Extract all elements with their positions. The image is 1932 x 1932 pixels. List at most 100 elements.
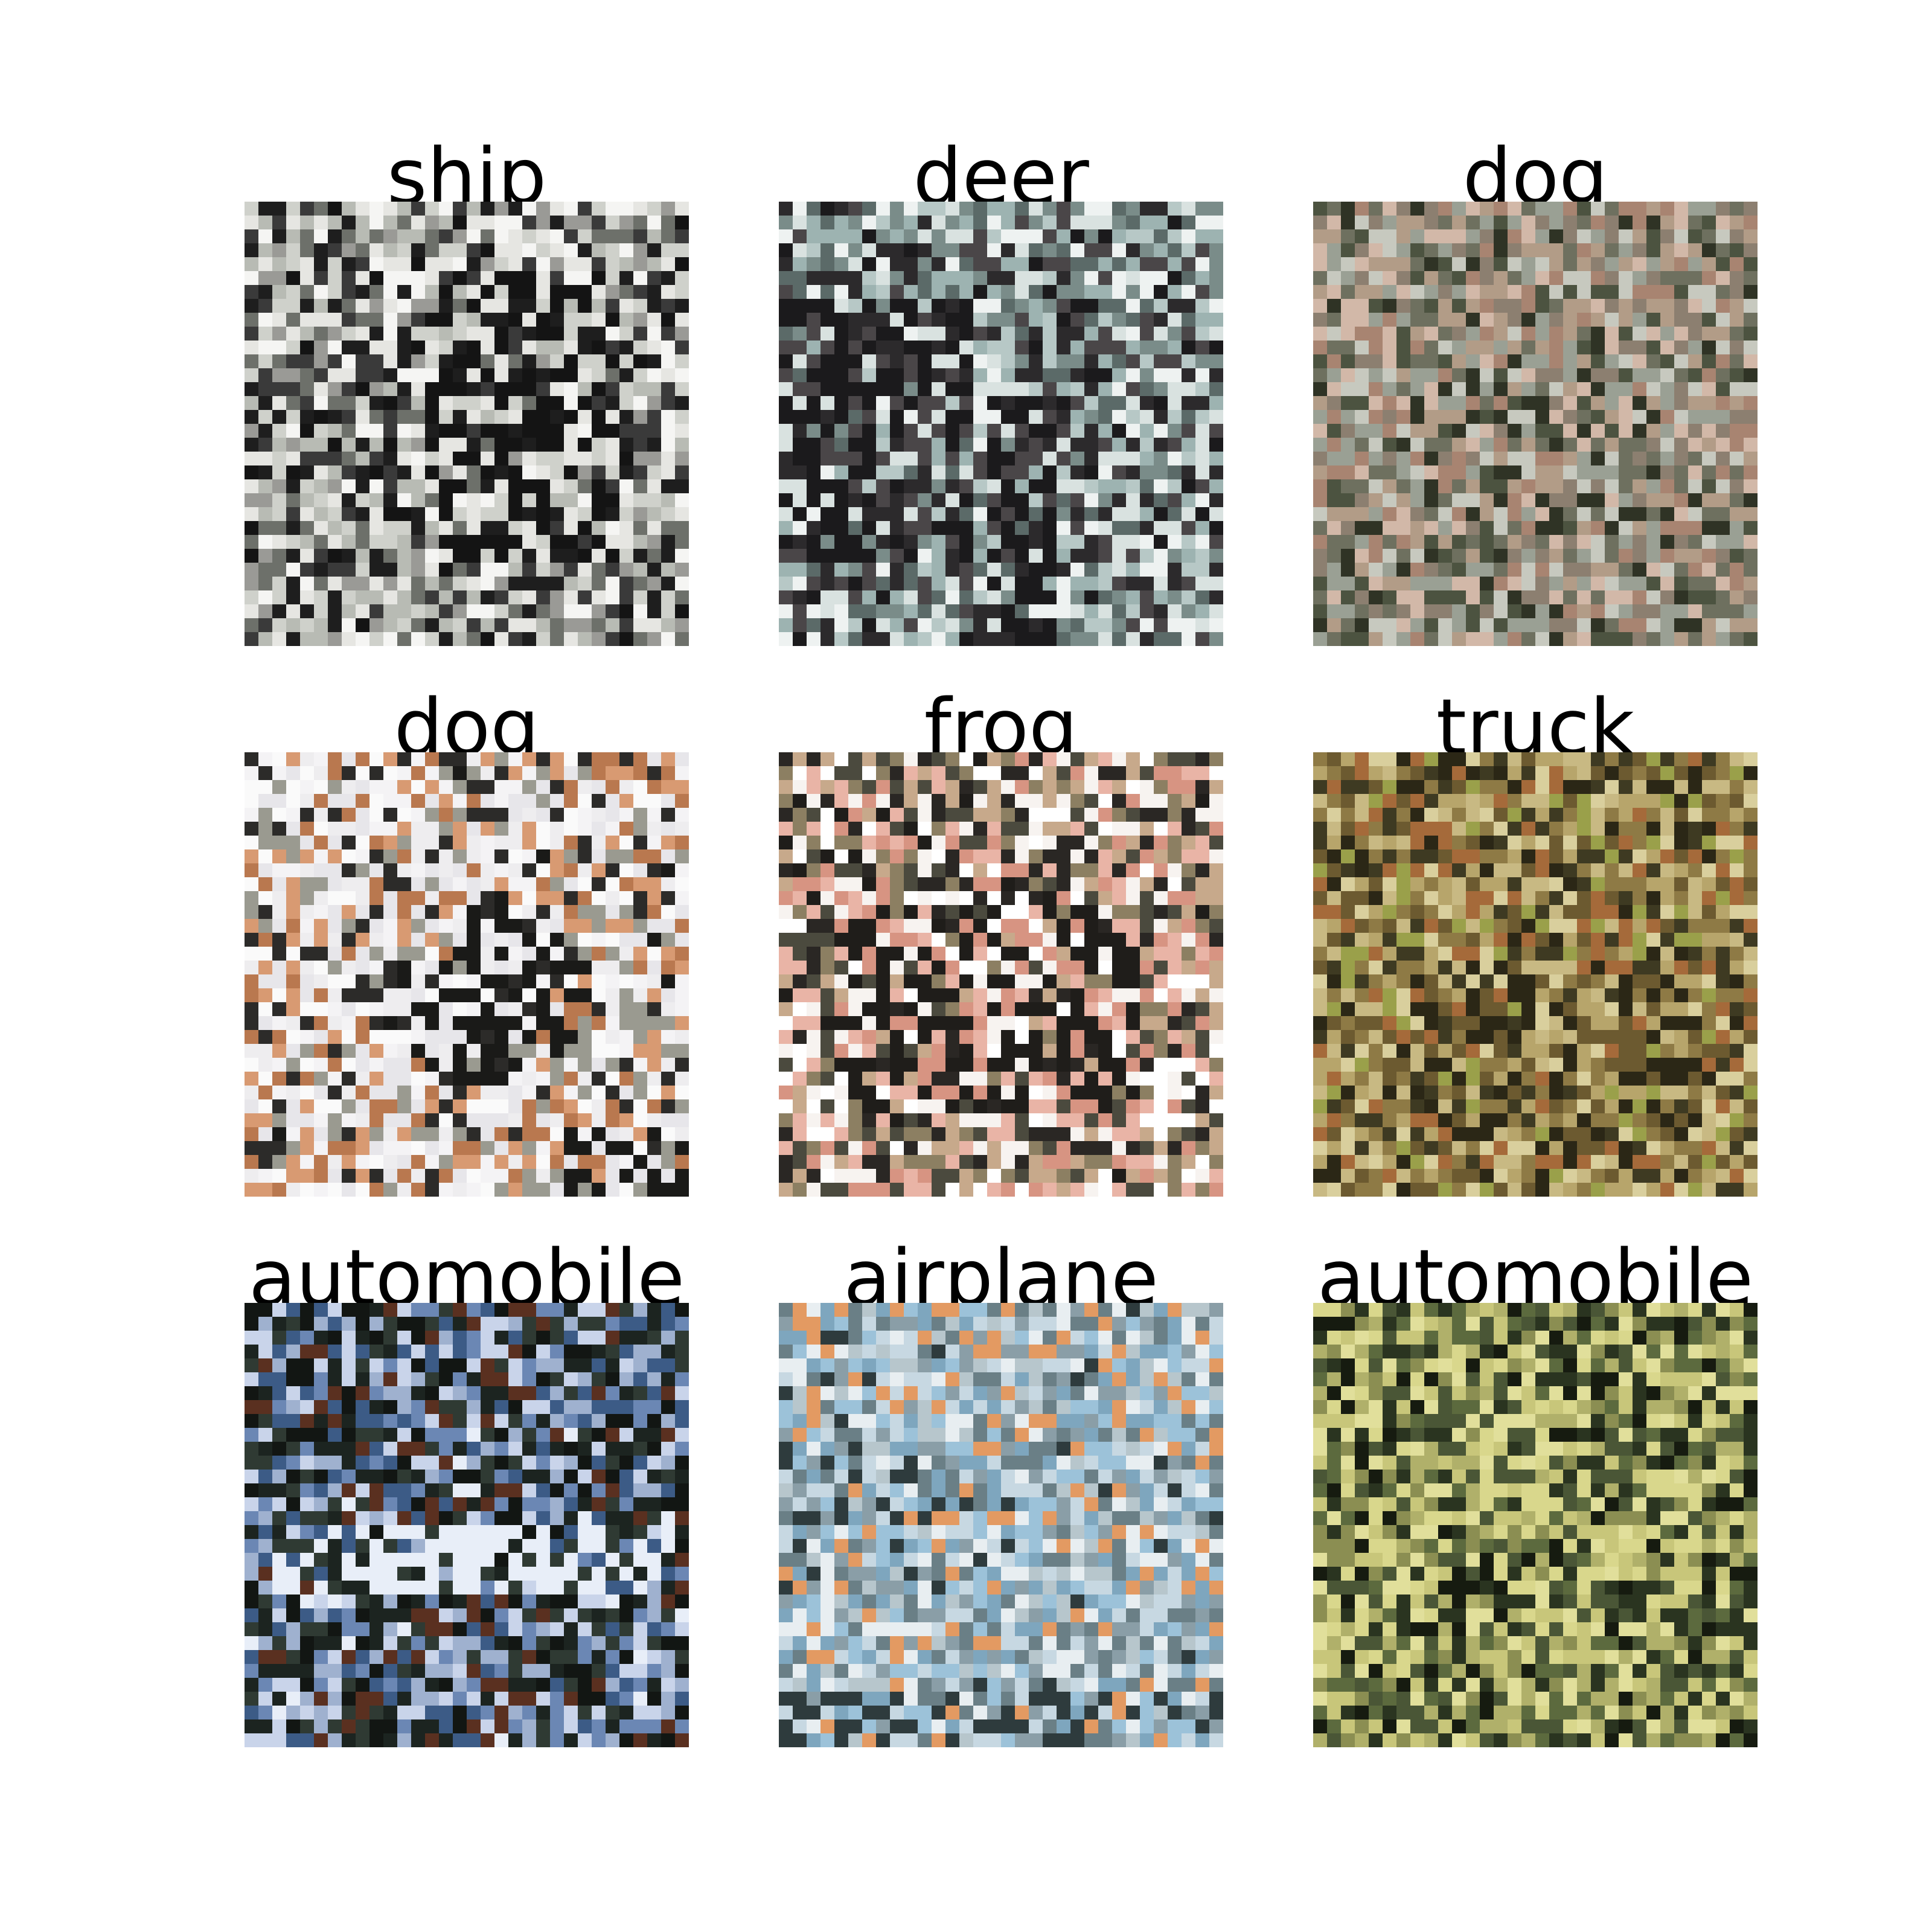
sample-pixel <box>918 521 932 536</box>
sample-pixel <box>890 794 904 808</box>
sample-pixel <box>1112 919 1127 933</box>
sample-pixel <box>1549 341 1564 355</box>
sample-pixel <box>1396 507 1411 522</box>
sample-pixel <box>1633 632 1647 646</box>
sample-pixel <box>1029 438 1043 452</box>
sample-pixel <box>661 1086 676 1100</box>
sample-pixel <box>397 271 412 286</box>
sample-pixel <box>1383 216 1397 230</box>
sample-pixel <box>536 1086 551 1100</box>
sample-pixel <box>633 632 648 646</box>
sample-pixel <box>1688 368 1703 383</box>
sample-pixel <box>1182 549 1196 563</box>
sample-pixel <box>1313 563 1328 577</box>
sample-pixel <box>245 521 259 536</box>
sample-pixel <box>564 479 578 494</box>
sample-pixel <box>383 836 398 850</box>
sample-pixel <box>550 974 565 989</box>
sample-pixel <box>1369 535 1383 549</box>
sample-pixel <box>564 493 578 508</box>
sample-pixel <box>564 974 578 989</box>
sample-pixel <box>779 229 793 244</box>
sample-pixel <box>397 438 412 452</box>
sample-pixel <box>397 424 412 438</box>
sample-pixel <box>245 243 259 258</box>
sample-pixel <box>779 410 793 424</box>
sample-pixel <box>286 535 301 549</box>
sample-pixel <box>300 493 315 508</box>
sample-pixel <box>1182 229 1196 244</box>
sample-pixel <box>1195 535 1210 549</box>
sample-pixel <box>369 229 384 244</box>
sample-pixel <box>564 229 578 244</box>
sample-pixel <box>1619 604 1633 619</box>
sample-pixel <box>383 1169 398 1183</box>
sample-pixel <box>356 549 370 563</box>
sample-pixel <box>494 752 509 767</box>
sample-pixel <box>425 285 440 299</box>
sample-pixel <box>1466 257 1480 272</box>
sample-pixel <box>453 604 467 619</box>
sample-pixel <box>904 299 918 313</box>
sample-pixel <box>356 1099 370 1114</box>
sample-pixel <box>1396 618 1411 633</box>
sample-pixel <box>592 766 606 781</box>
sample-pixel <box>397 822 412 836</box>
sample-pixel <box>1424 354 1439 369</box>
sample-pixel <box>1410 604 1425 619</box>
sample-pixel <box>564 563 578 577</box>
sample-pixel <box>793 780 807 795</box>
sample-pixel <box>1521 549 1536 563</box>
sample-pixel <box>536 919 551 933</box>
sample-pixel <box>1369 424 1383 438</box>
sample-pixel <box>369 905 384 920</box>
sample-pixel <box>286 1127 301 1142</box>
sample-pixel <box>987 229 1002 244</box>
sample-pixel <box>1001 563 1016 577</box>
sample-pixel <box>606 590 620 605</box>
sample-pixel <box>619 780 634 795</box>
sample-pixel <box>258 410 273 424</box>
sample-pixel <box>439 1127 453 1142</box>
sample-pixel <box>1452 590 1467 605</box>
sample-pixel <box>862 891 877 906</box>
sample-pixel <box>834 577 849 591</box>
sample-pixel <box>1646 299 1661 313</box>
sample-pixel <box>1744 563 1758 577</box>
sample-pixel <box>1015 1016 1029 1031</box>
sample-pixel <box>1327 521 1342 536</box>
sample-pixel <box>1355 535 1369 549</box>
sample-pixel <box>862 766 877 781</box>
sample-pixel <box>1057 327 1071 341</box>
sample-pixel <box>1313 493 1328 508</box>
sample-pixel <box>245 313 259 327</box>
sample-pixel <box>820 1127 835 1142</box>
sample-pixel <box>286 493 301 508</box>
sample-pixel <box>1396 604 1411 619</box>
sample-pixel <box>1563 257 1578 272</box>
sample-pixel <box>592 535 606 549</box>
sample-pixel <box>918 632 932 646</box>
sample-pixel <box>564 794 578 808</box>
sample-pixel <box>1480 479 1494 494</box>
sample-pixel <box>592 452 606 466</box>
sample-pixel <box>369 382 384 397</box>
sample-pixel <box>619 452 634 466</box>
sample-pixel <box>245 257 259 272</box>
sample-pixel <box>1605 299 1619 313</box>
sample-pixel <box>1744 521 1758 536</box>
sample-pixel <box>453 752 467 767</box>
sample-pixel <box>258 1113 273 1128</box>
sample-pixel <box>1140 766 1154 781</box>
sample-pixel <box>314 905 328 920</box>
sample-pixel <box>1716 382 1730 397</box>
sample-pixel <box>272 1072 287 1086</box>
sample-pixel <box>1508 535 1522 549</box>
sample-pixel <box>1313 577 1328 591</box>
sample-pixel <box>1702 396 1716 411</box>
sample-pixel <box>356 452 370 466</box>
sample-pixel <box>578 507 592 522</box>
sample-pixel <box>522 1099 537 1114</box>
sample-pixel <box>675 493 689 508</box>
sample-pixel <box>425 1099 440 1114</box>
